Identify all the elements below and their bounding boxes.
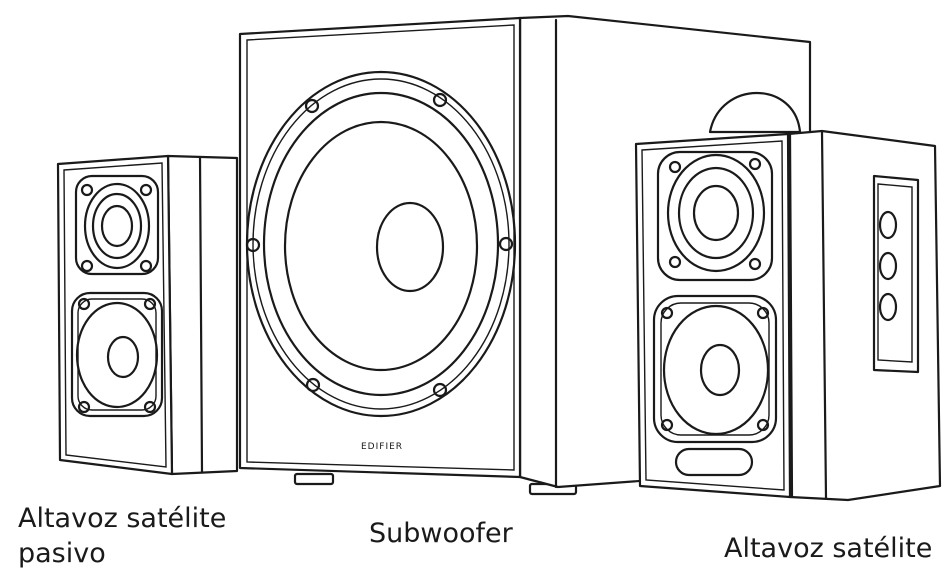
active-satellite-tweeter bbox=[656, 150, 774, 282]
passive-satellite-label-line1: Altavoz satélite bbox=[18, 503, 227, 534]
active-satellite-illustration bbox=[634, 129, 942, 502]
brand-logo: EDIFIER bbox=[361, 442, 404, 452]
active-satellite-port bbox=[708, 91, 802, 134]
passive-satellite-label-line2: pasivo bbox=[18, 538, 106, 569]
passive-satellite-woofer bbox=[70, 291, 164, 418]
active-satellite-bass-port bbox=[674, 447, 754, 477]
active-satellite-label: Altavoz satélite bbox=[724, 533, 933, 564]
subwoofer-label: Subwoofer bbox=[369, 518, 513, 549]
subwoofer-driver bbox=[245, 70, 517, 418]
active-satellite-woofer bbox=[652, 294, 778, 444]
passive-satellite-tweeter bbox=[74, 174, 160, 276]
passive-satellite-illustration bbox=[56, 154, 239, 476]
